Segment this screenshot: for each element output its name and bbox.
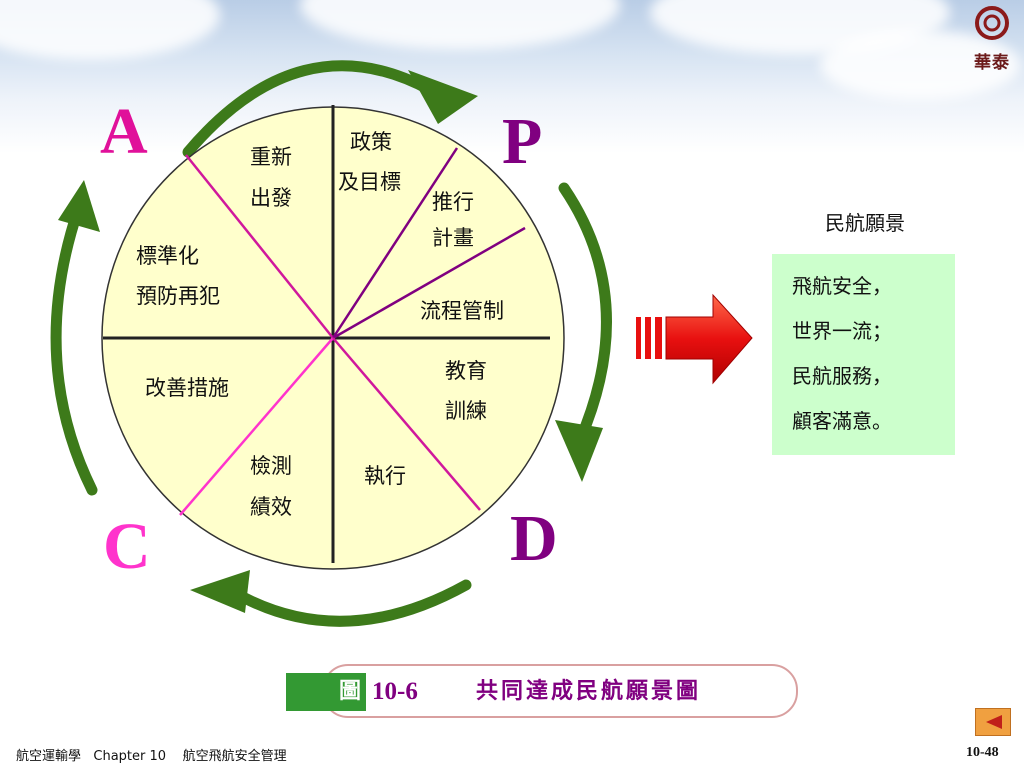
segment-measure-line1: 檢測: [250, 454, 292, 478]
cloud: [820, 30, 1020, 100]
vision-box: 飛航安全， 世界一流； 民航服務， 顧客滿意。: [772, 254, 955, 455]
publisher-logo: 華泰: [966, 6, 1018, 73]
segment-standardize-line2: 預防再犯: [136, 284, 220, 308]
divider-p-steep: [331, 147, 459, 339]
ring-logo-icon: [975, 6, 1009, 40]
segment-process-control: 流程管制: [420, 299, 504, 323]
letter-act: A: [100, 95, 148, 168]
segment-training-line1: 教育: [445, 359, 487, 383]
segment-training-line2: 訓練: [445, 399, 487, 423]
segment-dividers: [103, 105, 550, 563]
caption-green-bar: [286, 673, 366, 711]
segment-policy-line2: 及目標: [338, 170, 401, 194]
vision-line: 世界一流；: [792, 319, 892, 343]
segment-policy-line1: 政策: [350, 130, 392, 154]
letter-plan: P: [502, 105, 542, 178]
cycle-arrow-a-to-p-head: [408, 70, 478, 124]
cycle-arrow-p-to-d: [558, 182, 612, 446]
divider-c-lower: [179, 337, 334, 516]
divider-p-shallow: [332, 226, 526, 340]
back-arrow-icon: [986, 715, 1002, 729]
segment-measure-line2: 績效: [250, 495, 292, 519]
segment-restart-line2: 出發: [250, 186, 292, 210]
letter-do: D: [510, 502, 558, 575]
segment-plan-line1: 推行: [432, 190, 474, 214]
segment-execute: 執行: [364, 464, 406, 488]
big-right-arrow-icon: [636, 293, 753, 385]
cycle-arrow-c-to-a: [50, 204, 98, 496]
cycle-arrow-p-to-d-head: [555, 420, 603, 482]
cycle-arrow-d-to-c-head: [190, 570, 250, 613]
vision-line: 顧客滿意。: [792, 409, 892, 433]
caption-number: 10-6: [372, 678, 418, 705]
vision-title: 民航願景: [825, 211, 905, 235]
vision-line: 飛航安全，: [792, 274, 892, 298]
caption-frame: [322, 664, 798, 718]
cycle-arrows: [50, 60, 612, 627]
segment-standardize-line1: 標準化: [136, 244, 199, 268]
page-number: 10-48: [966, 745, 999, 760]
logo-text: 華泰: [974, 53, 1010, 73]
letter-check: C: [103, 510, 151, 583]
caption-fig-label: 圖: [338, 679, 361, 704]
back-button[interactable]: [975, 708, 1011, 736]
divider-d-lower: [332, 337, 481, 511]
caption-title: 共同達成民航願景圖: [476, 679, 702, 704]
vision-line: 民航服務，: [792, 364, 892, 388]
divider-a-upper: [185, 154, 334, 339]
segment-plan-line2: 計畫: [432, 226, 474, 250]
footer-course-info: 航空運輸學 Chapter 10 航空飛航安全管理: [16, 749, 287, 764]
segment-restart-line1: 重新: [250, 145, 292, 169]
segment-labels: 重新 出發 政策 及目標 推行 計畫 標準化 預防再犯 流程管制 改善措施 教育…: [136, 130, 504, 519]
segment-improvement: 改善措施: [145, 376, 229, 400]
cycle-arrow-a-to-p: [182, 60, 436, 158]
cycle-arrow-d-to-c: [224, 579, 472, 627]
cycle-arrow-c-to-a-head: [58, 180, 100, 232]
